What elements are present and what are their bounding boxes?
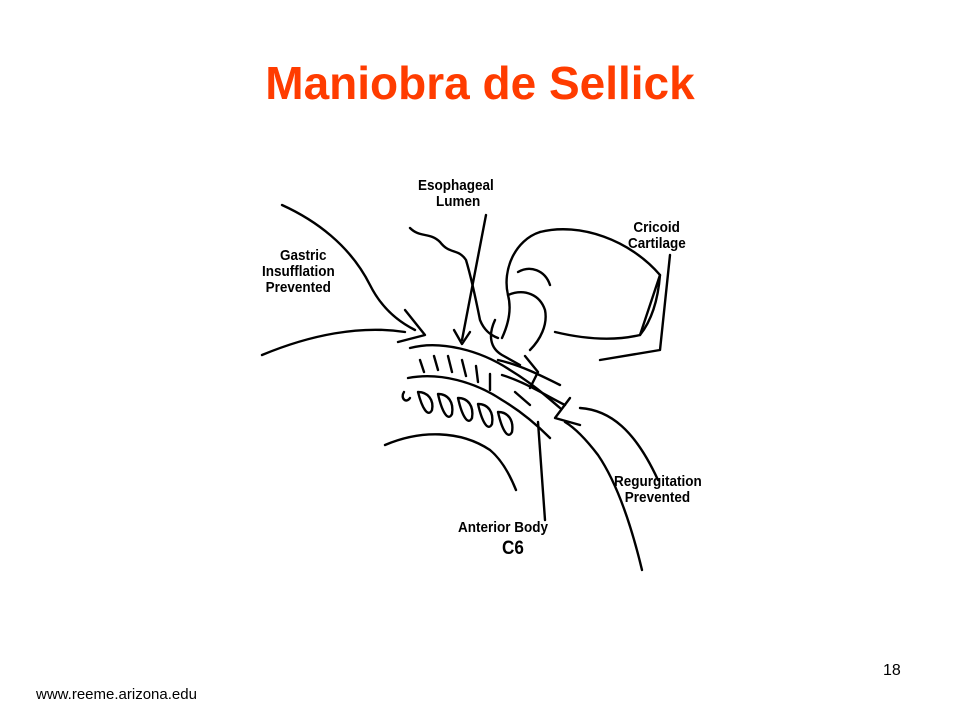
label-c6: C6 [502, 538, 524, 560]
label-esophageal-line2: Lumen [436, 193, 481, 210]
gastric-arrow-line-2 [260, 328, 407, 357]
label-cricoid-line2: Cartilage [628, 235, 686, 252]
label-anterior-line1: Anterior Body [458, 519, 549, 536]
sellick-diagram: Esophageal Lumen Cricoid Cartilage Gastr… [240, 160, 760, 580]
spine-outline-bottom [406, 375, 552, 440]
label-gastric-line2: Insufflation [262, 263, 335, 280]
label-gastric-line1: Gastric [280, 247, 327, 264]
gastric-arrow-head [396, 308, 427, 344]
regurgitation-arrow-line [563, 420, 644, 572]
label-cricoid-cartilage: Cricoid Cartilage [628, 220, 686, 252]
slide-title: Maniobra de Sellick [265, 57, 695, 109]
label-regurgitation-line2: Prevented [624, 489, 691, 506]
label-c6-text: C6 [502, 538, 524, 559]
anterior-body-pointer [536, 420, 547, 522]
label-esophageal-lumen: Esophageal Lumen [418, 178, 494, 210]
label-gastric-insufflation: Gastric Insufflation Prevented [262, 248, 335, 296]
label-cricoid-line1: Cricoid [633, 219, 680, 236]
cricoid-pointer [598, 253, 672, 362]
footer-url: www.reeme.arizona.edu [36, 686, 197, 703]
regurgitation-arrow-head [553, 396, 582, 427]
sellick-illustration [260, 203, 672, 572]
label-esophageal-line1: Esophageal [418, 177, 494, 194]
esophageal-pointer [460, 213, 488, 342]
page-number: 18 [883, 662, 901, 679]
neck-outline [408, 226, 500, 340]
regurgitation-arrow-line-2 [578, 406, 660, 482]
lower-contour [383, 433, 518, 492]
gastric-arrow-line [280, 203, 417, 332]
label-regurgitation: Regurgitation Prevented [614, 474, 702, 506]
label-regurgitation-line1: Regurgitation [614, 473, 702, 490]
label-gastric-line3: Prevented [265, 279, 331, 296]
label-anterior-body: Anterior Body [458, 520, 548, 536]
